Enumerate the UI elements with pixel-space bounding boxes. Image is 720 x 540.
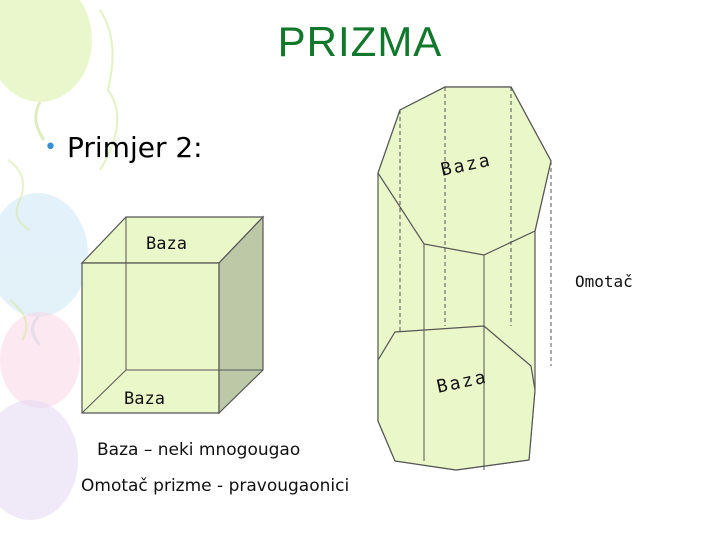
note-base-definition: Baza – neki mnogougao xyxy=(97,440,301,460)
prism-vertical-edges xyxy=(377,87,552,470)
green-balloon-icon xyxy=(0,0,119,171)
bullet-item: • Primjer 2: xyxy=(44,131,203,164)
pink-balloon-icon xyxy=(0,312,80,408)
cube-top-label: Baza xyxy=(146,234,187,254)
note-lateral-definition: Omotač prizme - pravougaonici xyxy=(81,476,350,496)
swirl-decoration-icon xyxy=(7,159,31,341)
cube-figure xyxy=(80,215,265,415)
cube-hidden-edges xyxy=(81,217,263,414)
octagonal-prism-figure xyxy=(377,86,552,471)
slide-title: PRIZMA xyxy=(277,18,443,65)
bullet-dot-icon: • xyxy=(44,135,57,160)
lateral-surface-label: Omotač xyxy=(575,272,633,291)
cube-bottom-label: Baza xyxy=(124,389,165,409)
bullet-text: Primjer 2: xyxy=(66,131,203,164)
purple-balloon-icon xyxy=(0,400,78,520)
